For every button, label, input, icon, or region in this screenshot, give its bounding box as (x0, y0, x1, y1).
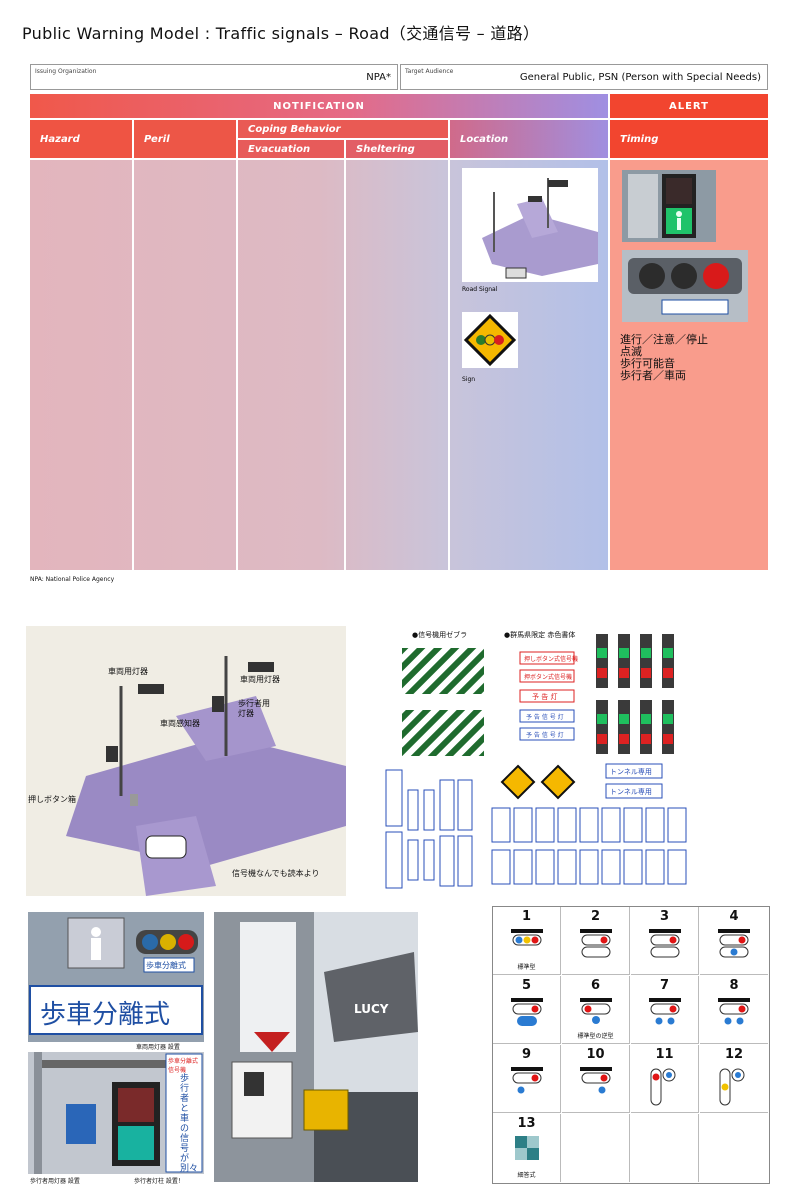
target-audience-box: Target Audience General Public, PSN (Per… (400, 64, 768, 90)
signal-type-number: 11 (655, 1047, 674, 1062)
divider (344, 140, 346, 570)
sign-thumbnail (462, 312, 518, 368)
label-vehicle-signal-2: 車両用灯器 (240, 675, 280, 684)
signal-type-sub: 細答式 (517, 1172, 536, 1179)
signal-type-cell: 5 (493, 976, 561, 1044)
divider (132, 120, 134, 570)
signal-type-number: 13 (517, 1116, 536, 1131)
notice-body: 歩行者と車の信号が別々に青になります。 (180, 1074, 199, 1174)
signal-type-cell: 12 (700, 1045, 768, 1113)
signal-type-sub: 標準型 (517, 964, 536, 971)
signal-type-cell: 10 (562, 1045, 630, 1113)
label-detector: 車両感知器 (160, 719, 200, 728)
signal-type-cell: 7 (631, 976, 699, 1044)
warning-model-table: NOTIFICATION ALERT Hazard Peril Coping B… (30, 94, 768, 570)
divider (236, 120, 238, 570)
empty-cell (631, 1114, 699, 1182)
divider (30, 158, 768, 160)
divider (448, 120, 450, 570)
divider (608, 94, 610, 570)
header-coping: Coping Behavior (238, 120, 448, 138)
signal-type-number: 4 (729, 909, 739, 924)
notification-bar: NOTIFICATION (30, 94, 608, 118)
target-value: General Public, PSN (Person with Special… (519, 72, 761, 83)
signal-type-cell: 13 細答式 (493, 1114, 561, 1182)
lucky-sign: LUCY (354, 1002, 389, 1016)
plate-5: 予 告 信 号 灯 (526, 732, 564, 739)
zebra-heading: ●信号機用ゼブラ (412, 631, 468, 639)
label-pedestrian-signal-2: 灯器 (238, 709, 254, 718)
signal-type-cell: 8 (700, 976, 768, 1044)
signal-type-number: 5 (521, 978, 532, 993)
header-location: Location (450, 120, 608, 158)
caption-pole: 歩行者灯柱 設置！ (134, 1178, 184, 1185)
signal-type-number: 1 (521, 909, 532, 924)
empty-cell (700, 1114, 768, 1182)
header-timing: Timing (610, 120, 768, 158)
signal-type-cell: 9 (493, 1045, 561, 1113)
intersection-diagram: 車両用灯器 車両用灯器 歩行者用 灯器 車両感知器 押しボタン箱 信号機なんでも… (26, 626, 346, 896)
signal-types-grid: 1 標準型 2 3 4 5 6 標準型の逆型 7 8 9 (492, 906, 770, 1184)
timing-descriptions: 進行／注意／停止 点滅 歩行可能音 歩行者／車両 (620, 334, 708, 382)
label-source: 信号機なんでも読本より (232, 869, 320, 878)
pedestrian-lamp-photo: 歩車分離式 信号機 歩行者と車の信号が別々に青になります。 (28, 1052, 204, 1174)
gunma-heading: ●群馬県限定 赤色書体 (504, 631, 576, 639)
header-sheltering: Sheltering (346, 140, 448, 158)
timing-line: 歩行可能音 (620, 357, 675, 370)
signal-type-sub: 標準型の逆型 (577, 1033, 614, 1040)
plate-4: 予 告 信 号 灯 (526, 714, 564, 721)
tunnel-plate-2: トンネル専用 (610, 788, 652, 796)
timing-line: 歩行者／車両 (620, 369, 686, 382)
small-sign-label: 歩車分離式 (146, 961, 186, 970)
plate-2: 押ボタン式信号機 (524, 674, 573, 681)
header-evacuation: Evacuation (238, 140, 344, 158)
signal-type-cell: 6 標準型の逆型 (562, 976, 630, 1044)
signal-type-number: 3 (659, 909, 670, 924)
signal-type-number: 6 (590, 978, 601, 993)
signal-type-number: 7 (659, 978, 670, 993)
empty-cell (562, 1114, 630, 1182)
signal-type-number: 2 (590, 909, 601, 924)
sign-caption: Sign (462, 376, 476, 383)
street-pole-photo: LUCY (214, 912, 418, 1182)
issuing-organization-box: Issuing Organization NPA* (30, 64, 398, 90)
signal-type-cell: 4 (700, 907, 768, 975)
footnote: NPA: National Police Agency (30, 576, 115, 583)
signal-type-cell: 3 (631, 907, 699, 975)
bicycle-signal-photo (622, 250, 748, 322)
timing-line: 進行／注意／停止 (620, 333, 708, 346)
header-peril: Peril (134, 120, 236, 158)
caption-car-lamp: 車両用灯器 設置 (136, 1044, 180, 1051)
signal-type-number: 9 (521, 1047, 532, 1062)
notice-title: 歩車分離式 信号機 (168, 1058, 199, 1074)
issuing-label: Issuing Organization (35, 68, 97, 75)
label-push-button: 押しボタン箱 (28, 795, 76, 804)
alert-bar: ALERT (610, 94, 768, 118)
signal-type-number: 8 (729, 978, 739, 993)
sign-sheet: ●信号機用ゼブラ ●群馬県限定 赤色書体 (384, 630, 694, 892)
plate-1: 押しボタン式信号機 (524, 656, 579, 663)
caption-ped-lamp: 歩行者用灯器 設置 (30, 1178, 80, 1185)
road-signal-thumbnail (462, 168, 598, 282)
label-vehicle-signal: 車両用灯器 (108, 667, 148, 676)
issuing-value: NPA* (366, 72, 391, 83)
timing-line: 点滅 (620, 345, 642, 358)
big-sign-label: 歩車分離式 (40, 1000, 171, 1030)
header-hazard: Hazard (30, 120, 132, 158)
signal-type-cell: 1 標準型 (493, 907, 561, 975)
signal-type-number: 10 (586, 1047, 605, 1062)
page-title: Public Warning Model : Traffic signals –… (22, 24, 540, 43)
signal-type-cell: 11 (631, 1045, 699, 1113)
tunnel-plate-1: トンネル専用 (610, 768, 652, 776)
road-signal-caption: Road Signal (462, 286, 498, 293)
pedestrian-signal-photo (622, 170, 716, 242)
label-pedestrian-signal: 歩行者用 (238, 699, 270, 708)
target-label: Target Audience (405, 68, 454, 75)
signal-type-cell: 2 (562, 907, 630, 975)
signal-type-number: 12 (724, 1047, 744, 1062)
pedestrian-separation-photo: 歩車分離式 歩車分離式 (28, 912, 204, 1042)
info-row: Issuing Organization NPA* Target Audienc… (30, 64, 768, 90)
plate-3: 予 告 灯 (532, 693, 558, 701)
